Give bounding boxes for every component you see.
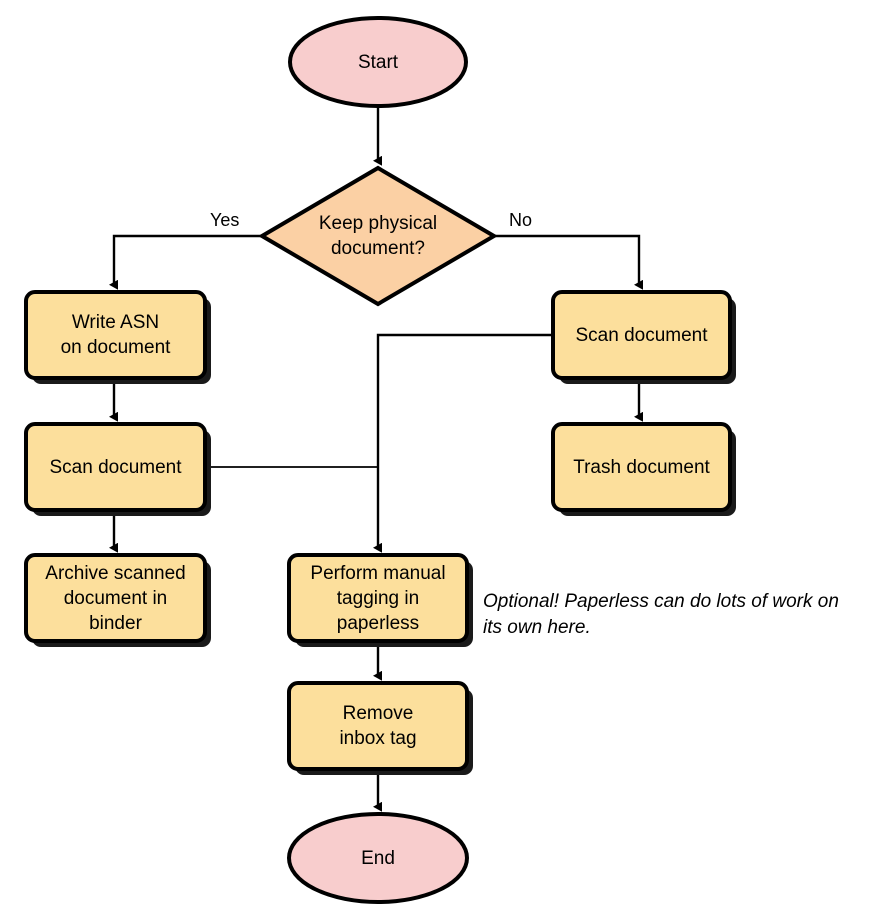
node-write-asn-on-document[interactable]: [24, 290, 207, 380]
optional-note-text: Optional! Paperless can do lots of work …: [483, 591, 839, 638]
nodes: [24, 16, 732, 904]
node-end[interactable]: [287, 812, 469, 904]
node-remove-inbox-tag[interactable]: [287, 681, 469, 771]
node-perform-manual-tagging-in-paperless[interactable]: [287, 553, 469, 643]
node-scan-document-left[interactable]: [24, 422, 207, 512]
node-archive-scanned-document-in-binder[interactable]: [24, 553, 207, 643]
edge-decision-no-to-scan-document-right: [494, 234, 643, 290]
node-keep-physical-document[interactable]: [258, 165, 498, 307]
edge-label-yes: Yes: [210, 210, 240, 230]
edge-decision-yes-to-write-asn: [109, 234, 262, 290]
edge-scan-document-right-to-manual-tagging: [373, 333, 553, 553]
node-start[interactable]: [288, 16, 468, 108]
node-trash-document[interactable]: [551, 422, 732, 512]
connectors: [109, 106, 643, 812]
node-scan-document-right[interactable]: [551, 290, 732, 380]
edge-label-no: No: [509, 210, 533, 230]
